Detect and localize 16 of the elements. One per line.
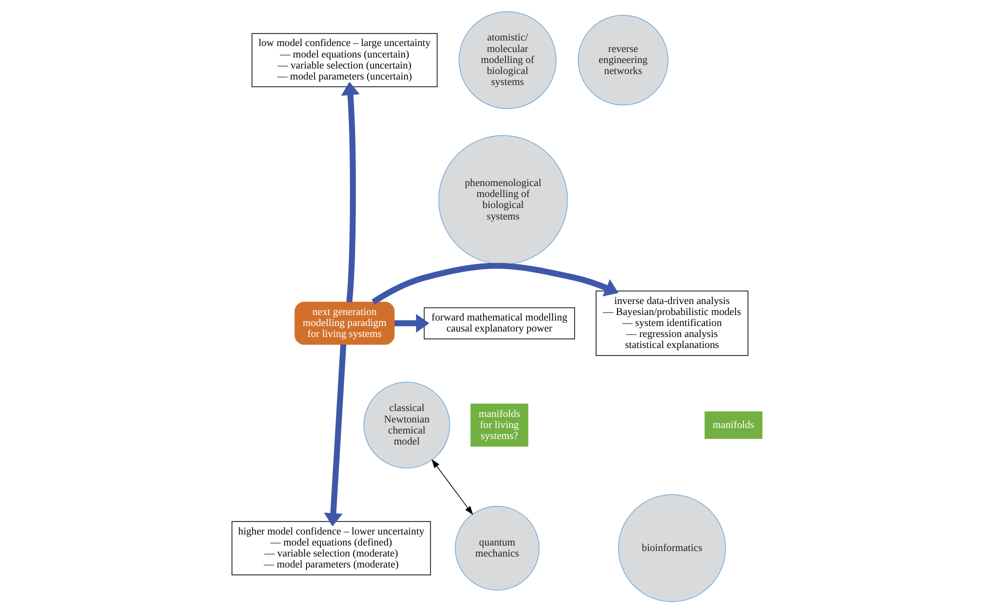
node-box: inverse data-driven analysis — Bayesian/probabilistic models — system identification — regression analysis statistical explanations [595,290,748,356]
arrow [371,262,618,305]
node-box: forward mathematical modelling causal explanatory power [423,307,574,340]
arrow [394,314,429,333]
arrow [340,82,360,302]
node-circle: reverse engineering networks [577,14,668,106]
node-box: manifolds [704,411,762,439]
node-circle: bioinformatics [618,494,726,602]
arrow [431,459,473,516]
node-circle: atomistic/ molecular modelling of biological systems [458,11,556,110]
node-box: low model confidence – large uncertainty — model equations (uncertain) — variable selection (uncertain) — model parameters (uncertain) [251,33,438,88]
node-box: manifolds for living systems? [470,404,528,447]
node-box: next generation modelling paradigm for living systems [294,302,394,345]
node-circle: phenomenological modelling of biological systems [438,135,568,265]
arrow [323,344,346,527]
node-box: higher model confidence – lower uncertainty — model equations (defined) — variable selection (moderate) — model parameters (moderate) [231,521,430,576]
